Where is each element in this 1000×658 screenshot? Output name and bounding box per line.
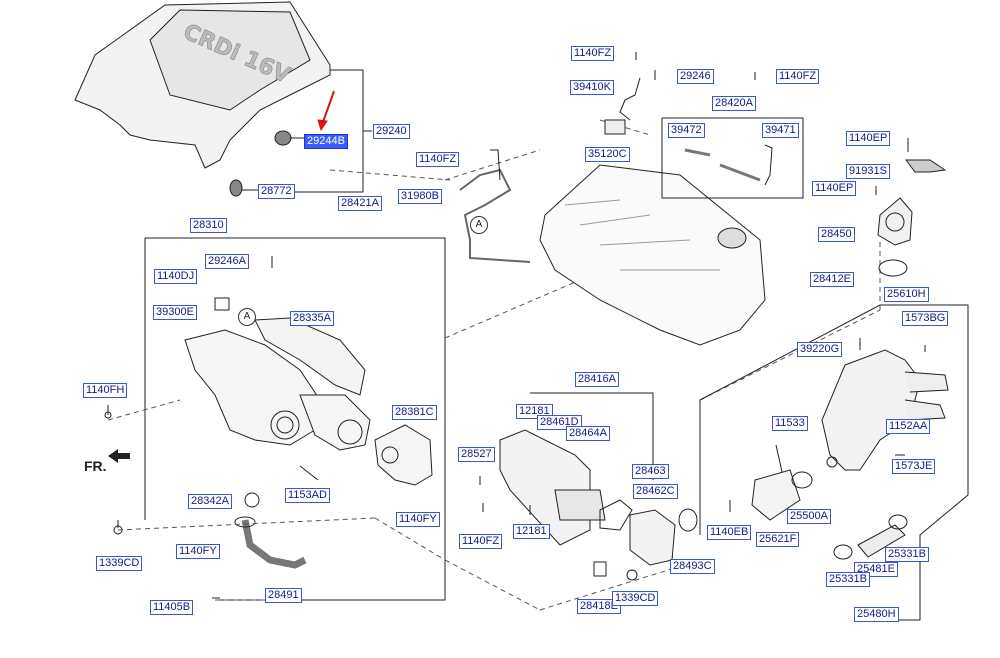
part-label-1573bg[interactable]: 1573BG: [902, 311, 949, 326]
part-label-1573je[interactable]: 1573JE: [892, 459, 936, 474]
part-label-28463[interactable]: 28463: [632, 464, 669, 479]
part-label-12181[interactable]: 12181: [513, 524, 550, 539]
part-label-39472[interactable]: 39472: [668, 123, 705, 138]
part-label-1339cd[interactable]: 1339CD: [612, 591, 659, 606]
part-label-25331b[interactable]: 25331B: [885, 547, 929, 562]
part-label-29246a[interactable]: 29246A: [205, 254, 249, 269]
part-label-28310[interactable]: 28310: [190, 218, 227, 233]
part-label-28462c[interactable]: 28462C: [633, 484, 678, 499]
part-label-1339cd[interactable]: 1339CD: [96, 556, 143, 571]
callout-marker-a: A: [470, 216, 488, 234]
part-label-11405b[interactable]: 11405B: [150, 600, 194, 615]
part-label-28412e[interactable]: 28412E: [810, 272, 854, 287]
part-label-1140fh[interactable]: 1140FH: [83, 383, 128, 398]
part-label-25480h[interactable]: 25480H: [854, 607, 899, 622]
part-label-28772[interactable]: 28772: [258, 184, 295, 199]
part-label-1140fz[interactable]: 1140FZ: [416, 152, 460, 167]
part-label-29246[interactable]: 29246: [677, 69, 714, 84]
part-label-25331b[interactable]: 25331B: [826, 572, 870, 587]
part-label-1140fy[interactable]: 1140FY: [176, 544, 220, 559]
part-label-28342a[interactable]: 28342A: [188, 494, 232, 509]
part-label-28493c[interactable]: 28493C: [670, 559, 715, 574]
part-label-1140eb[interactable]: 1140EB: [707, 525, 752, 540]
cylinder-head-drawing: [539, 164, 766, 346]
part-label-39471[interactable]: 39471: [762, 123, 799, 138]
front-direction-label: FR.: [84, 458, 107, 474]
part-label-25610h[interactable]: 25610H: [884, 287, 929, 302]
part-label-1152aa[interactable]: 1152AA: [886, 419, 931, 434]
part-label-1140fy[interactable]: 1140FY: [396, 512, 440, 527]
part-label-1140fz[interactable]: 1140FZ: [776, 69, 820, 84]
part-label-31980b[interactable]: 31980B: [398, 189, 442, 204]
part-label-1140dj[interactable]: 1140DJ: [154, 269, 198, 284]
part-label-1153ad[interactable]: 1153AD: [285, 488, 330, 503]
part-label-25621f[interactable]: 25621F: [756, 532, 800, 547]
part-label-1140fz[interactable]: 1140FZ: [571, 46, 615, 61]
part-label-28491[interactable]: 28491: [265, 588, 302, 603]
part-label-39300e[interactable]: 39300E: [153, 305, 197, 320]
part-label-39410k[interactable]: 39410K: [570, 80, 614, 95]
part-label-35120c[interactable]: 35120C: [585, 147, 630, 162]
part-label-28418e[interactable]: 28418E: [577, 599, 621, 614]
part-label-1140ep[interactable]: 1140EP: [846, 131, 891, 146]
part-label-28335a[interactable]: 28335A: [290, 311, 334, 326]
part-label-28421a[interactable]: 28421A: [338, 196, 382, 211]
part-label-29244b[interactable]: 29244B: [304, 134, 348, 149]
part-label-39220g[interactable]: 39220G: [797, 342, 843, 357]
callout-marker-a: A: [238, 308, 256, 326]
part-label-28527[interactable]: 28527: [458, 447, 495, 462]
part-label-1140ep[interactable]: 1140EP: [812, 181, 857, 196]
part-label-1140fz[interactable]: 1140FZ: [459, 534, 503, 549]
part-label-25500a[interactable]: 25500A: [787, 509, 831, 524]
part-label-28420a[interactable]: 28420A: [712, 96, 756, 111]
part-label-11533[interactable]: 11533: [772, 416, 808, 431]
part-label-91931s[interactable]: 91931S: [846, 164, 890, 179]
part-label-28450[interactable]: 28450: [818, 227, 855, 242]
part-label-28464a[interactable]: 28464A: [566, 426, 610, 441]
part-label-29240[interactable]: 29240: [373, 124, 410, 139]
front-direction-arrow-icon: [108, 449, 130, 463]
part-label-28381c[interactable]: 28381C: [392, 405, 437, 420]
part-label-28416a[interactable]: 28416A: [575, 372, 619, 387]
